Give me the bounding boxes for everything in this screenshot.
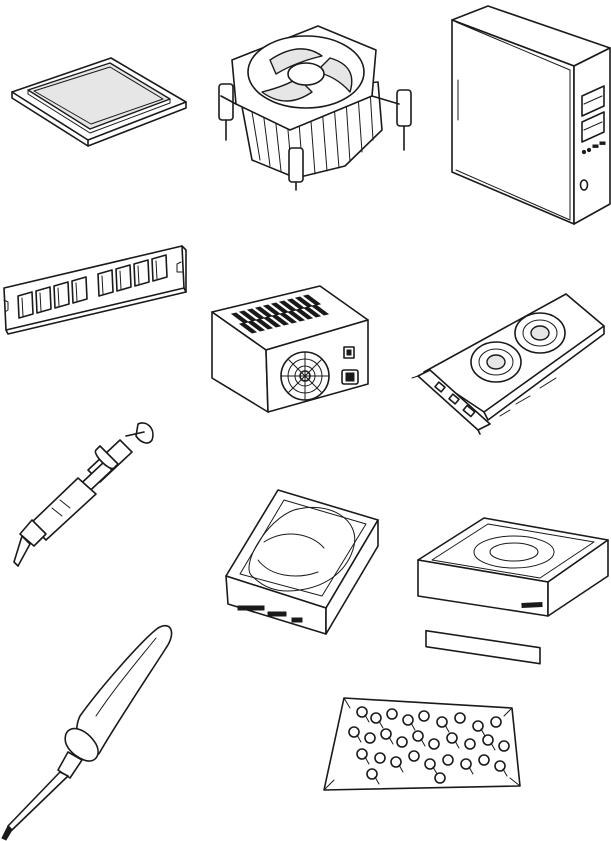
hard-disk-drive-icon — [226, 490, 378, 634]
pc-case-icon — [452, 6, 610, 224]
phillips-screwdriver-icon — [2, 626, 172, 840]
ram-module-icon — [4, 246, 186, 334]
cpu-icon — [12, 58, 186, 146]
power-supply-icon — [212, 286, 368, 412]
thermal-paste-syringe-icon — [14, 423, 153, 566]
screw-bag-icon — [324, 698, 520, 790]
cpu-cooler-icon — [219, 26, 411, 190]
optical-drive-icon — [418, 518, 608, 664]
graphics-card-icon — [412, 294, 604, 434]
